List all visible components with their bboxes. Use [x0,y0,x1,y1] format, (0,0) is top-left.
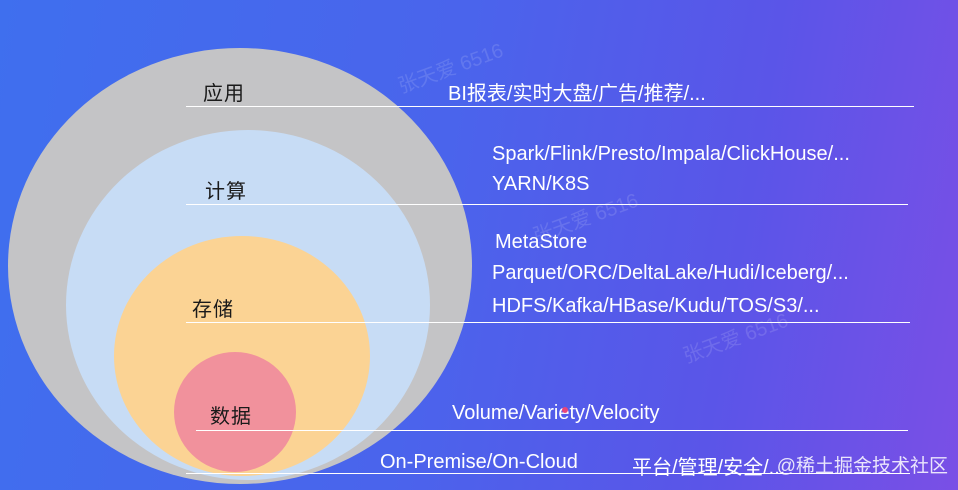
storage-item: Parquet/ORC/DeltaLake/Hudi/Iceberg/... [492,262,849,284]
data-layer-divider [196,430,908,431]
data-layer-circle [174,352,296,472]
data-item: Volume/Variety/Velocity [452,402,660,424]
app-layer-divider [186,106,914,107]
platform-text: 平台/管理/安全/... [632,457,786,479]
source-watermark: @稀土掘金技术社区 [776,456,948,477]
compute-item: YARN/K8S [492,173,590,195]
app-item: BI报表/实时大盘/广告/推荐/... [448,83,706,105]
compute-layer-divider [186,204,908,205]
compute-item: Spark/Flink/Presto/Impala/ClickHouse/... [492,143,850,165]
platform-divider [186,473,910,474]
layer-label-data: 数据 [210,406,252,428]
cursor-dot [562,407,568,413]
layer-label-storage: 存储 [192,299,234,321]
layer-label-app: 应用 [203,83,245,105]
storage-item: MetaStore [495,231,588,253]
storage-item: HDFS/Kafka/HBase/Kudu/TOS/S3/... [492,295,820,317]
layer-label-compute: 计算 [205,181,247,203]
deployment-text: On-Premise/On-Cloud [380,451,578,473]
storage-layer-divider [186,322,910,323]
